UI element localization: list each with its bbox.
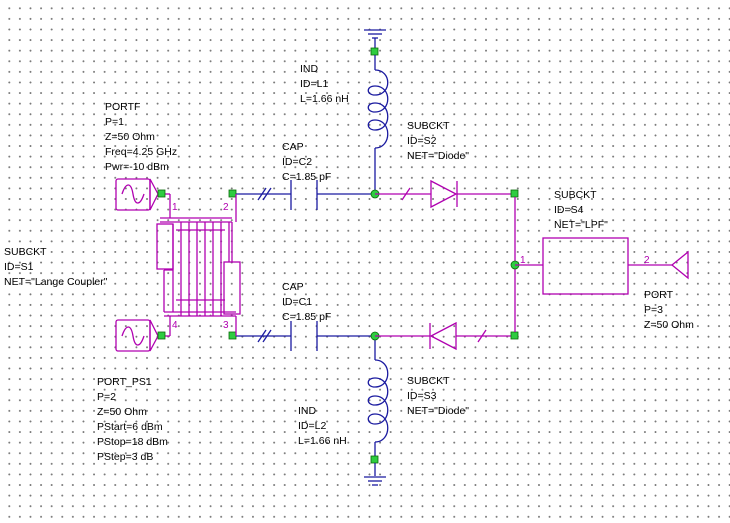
l2-line-2: ID=L2 [298, 420, 326, 432]
lange-coupler-s1[interactable]: 1 2 4 3 [156, 194, 241, 336]
coupler-pin-1: 1 [172, 202, 178, 213]
ps1-line-4: PStart=6 dBm [97, 421, 163, 433]
capacitor-c1[interactable] [228, 321, 375, 351]
ps1-line-5: PStop=18 dBm [97, 436, 168, 448]
label-s1: SUBCKT ID=S1 NET="Lange Coupler" [4, 246, 108, 288]
l2-line-1: IND [298, 405, 317, 417]
label-c1: CAP ID=C1 C=1.85 pF [282, 281, 331, 323]
s3-line-1: SUBCKT [407, 375, 450, 387]
c2-line-3: C=1.85 pF [282, 171, 331, 183]
l1-line-1: IND [300, 63, 319, 75]
coupler-pin-3: 3 [223, 320, 229, 331]
c2-line-2: ID=C2 [282, 156, 312, 168]
coupler-pin-4: 4 [172, 320, 178, 331]
port3-line-1: PORT [644, 289, 674, 301]
s2-line-3: NET="Diode" [407, 150, 469, 162]
s4-line-2: ID=S4 [554, 204, 584, 216]
label-portf: PORTF P=1 Z=50 Ohm Freq=4.25 GHz Pwr=-10… [105, 101, 177, 173]
inductor-l2[interactable] [367, 336, 389, 458]
lpf-s4[interactable]: 1 2 [515, 237, 672, 295]
portf-line-3: Z=50 Ohm [105, 131, 155, 143]
ps1-line-1: PORT_PS1 [97, 376, 152, 388]
lpf-pin-2: 2 [644, 255, 650, 266]
l1-line-3: L=1.66 nH [300, 93, 349, 105]
portf-line-4: Freq=4.25 GHz [105, 146, 177, 158]
label-s3: SUBCKT ID=S3 NET="Diode" [407, 375, 469, 417]
coupler-pin-2: 2 [223, 202, 229, 213]
label-s2: SUBCKT ID=S2 NET="Diode" [407, 120, 469, 162]
portf-line-2: P=1 [105, 116, 124, 128]
ps1-line-3: Z=50 Ohm [97, 406, 147, 418]
s1-line-2: ID=S1 [4, 261, 34, 273]
capacitor-c2[interactable] [228, 180, 375, 210]
label-l1: IND ID=L1 L=1.66 nH [300, 63, 349, 105]
s1-line-3: NET="Lange Coupler" [4, 276, 108, 288]
portf-line-1: PORTF [105, 101, 140, 113]
portf-source[interactable] [115, 178, 170, 211]
l1-line-2: ID=L1 [300, 78, 328, 90]
c1-line-3: C=1.85 pF [282, 311, 331, 323]
label-l2: IND ID=L2 L=1.66 nH [298, 405, 347, 447]
ground-top [364, 29, 386, 56]
port3-line-3: Z=50 Ohm [644, 319, 694, 331]
label-port3: PORT P=3 Z=50 Ohm [644, 289, 694, 331]
s2-line-1: SUBCKT [407, 120, 450, 132]
port3-line-2: P=3 [644, 304, 663, 316]
portf-line-5: Pwr=-10 dBm [105, 161, 169, 173]
label-s4: SUBCKT ID=S4 NET="LPF" [554, 189, 608, 231]
c1-line-1: CAP [282, 281, 304, 293]
diode-s2[interactable] [375, 179, 519, 209]
c1-line-2: ID=C1 [282, 296, 312, 308]
label-c2: CAP ID=C2 C=1.85 pF [282, 141, 331, 183]
port-ps1-source[interactable] [115, 319, 170, 352]
s4-line-1: SUBCKT [554, 189, 597, 201]
ground-bottom [364, 455, 386, 486]
lpf-pin-1: 1 [520, 255, 526, 266]
ps1-line-6: PStep=3 dB [97, 451, 153, 463]
diode-s3[interactable] [375, 321, 519, 351]
l2-line-3: L=1.66 nH [298, 435, 347, 447]
s4-line-3: NET="LPF" [554, 219, 608, 231]
ps1-line-2: P=2 [97, 391, 116, 403]
label-port-ps1: PORT_PS1 P=2 Z=50 Ohm PStart=6 dBm PStop… [97, 376, 168, 463]
s2-line-2: ID=S2 [407, 135, 437, 147]
s1-line-1: SUBCKT [4, 246, 47, 258]
inductor-l1[interactable] [367, 55, 389, 194]
c2-line-1: CAP [282, 141, 304, 153]
s3-line-2: ID=S3 [407, 390, 437, 402]
s3-line-3: NET="Diode" [407, 405, 469, 417]
port-3-symbol[interactable] [670, 250, 689, 280]
